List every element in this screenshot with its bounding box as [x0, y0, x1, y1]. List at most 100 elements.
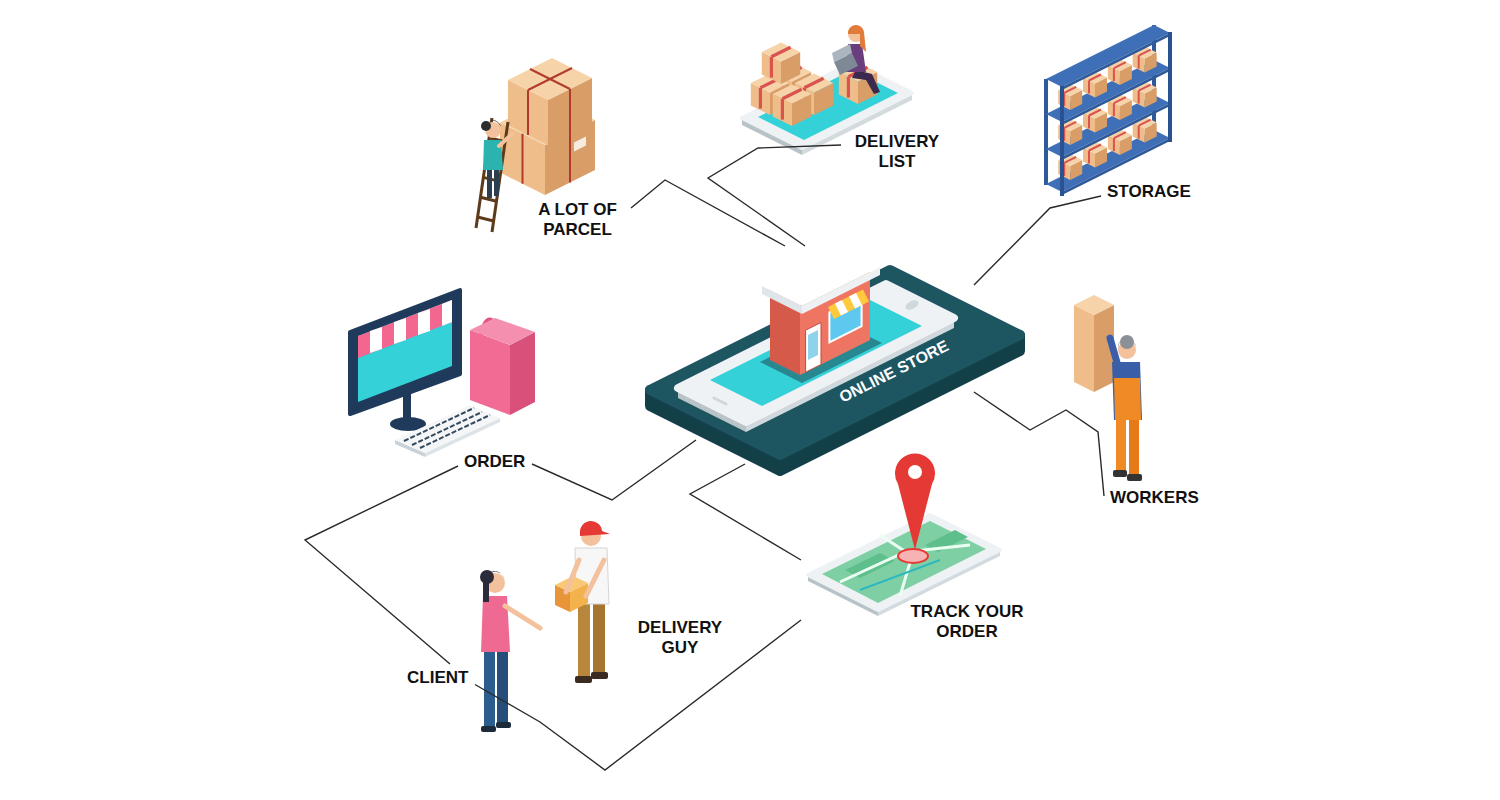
girl-on-ladder — [487, 166, 492, 198]
node-label: CLIENT — [407, 668, 468, 688]
client-woman — [505, 606, 540, 628]
parcel-stack — [569, 133, 571, 183]
client-woman — [483, 580, 489, 602]
keyboard — [412, 412, 482, 445]
delivery-man — [580, 521, 610, 536]
computer-monitor — [442, 300, 452, 326]
connector-line — [631, 180, 785, 246]
box-pile — [751, 42, 877, 126]
parcel-stack — [500, 58, 595, 195]
computer-monitor — [358, 300, 452, 358]
connector-line — [974, 392, 1104, 496]
store-platform — [650, 270, 1020, 455]
parcel-stack — [508, 58, 592, 100]
computer-monitor — [370, 327, 382, 353]
storage-shelf — [1044, 79, 1048, 185]
map-tablet — [860, 560, 940, 590]
delivery-guy-label: DELIVERY GUY — [628, 618, 732, 657]
worker — [1116, 415, 1126, 473]
store-building — [849, 293, 862, 309]
connector-line — [690, 464, 801, 560]
shopping-bag — [470, 318, 535, 345]
woman-with-laptop — [832, 44, 852, 62]
store-building — [835, 300, 848, 316]
keyboard — [395, 405, 500, 453]
storage-shelf — [1062, 33, 1170, 90]
box-pile — [762, 42, 800, 84]
storage-shelf — [1168, 32, 1172, 142]
worker — [1113, 470, 1127, 477]
storage-shelf — [1062, 103, 1170, 160]
computer-monitor — [394, 318, 406, 344]
store-building — [806, 323, 821, 373]
node-label: DELIVERY GUY — [630, 618, 730, 657]
computer-monitor — [350, 290, 460, 431]
store-building — [828, 290, 869, 320]
location-pin — [908, 465, 922, 479]
worker — [1074, 295, 1114, 315]
online-store-platform: ONLINE STORE — [700, 250, 970, 460]
delivery-list-label: DELIVERY LIST — [845, 132, 949, 171]
girl-on-ladder — [481, 120, 512, 198]
client-woman — [480, 570, 540, 732]
woman-with-laptop — [852, 70, 880, 94]
girl-on-ladder — [499, 134, 512, 146]
map-tablet — [808, 515, 1000, 616]
parcel-stack — [574, 137, 586, 152]
node-label: ONLINE STORE — [836, 337, 951, 407]
computer-monitor — [358, 300, 452, 402]
phone — [714, 398, 726, 404]
worker — [1127, 474, 1142, 481]
parcel-stack — [569, 89, 571, 134]
parcel-stack — [522, 134, 524, 184]
computer-monitor — [350, 290, 460, 414]
connector-line — [475, 620, 801, 770]
node-label: WORKERS — [1110, 488, 1199, 508]
map-tablet — [880, 535, 912, 596]
delivery-man — [591, 672, 608, 679]
map-tablet — [808, 515, 1000, 610]
delivery-man — [566, 560, 579, 592]
parcel-stack — [527, 90, 529, 135]
client-woman — [481, 726, 496, 732]
worker — [1074, 305, 1094, 392]
store-platform — [650, 270, 1020, 471]
parcel-label: A LOT OF PARCEL — [528, 200, 627, 239]
keyboard — [420, 415, 490, 448]
client-label: CLIENT — [405, 668, 471, 688]
worker — [1112, 362, 1142, 420]
delivery-man — [578, 600, 590, 678]
node-label: STORAGE — [1107, 182, 1191, 202]
store-building — [760, 247, 882, 383]
location-pin — [895, 453, 935, 550]
client-woman — [497, 648, 508, 724]
connector-line — [974, 196, 1101, 285]
worker — [1120, 335, 1134, 349]
shopping-bag — [470, 318, 535, 415]
worker — [1129, 415, 1139, 477]
girl-on-ladder — [481, 121, 491, 131]
client-woman — [484, 648, 495, 728]
keyboard — [404, 408, 474, 441]
storage-shelf — [1060, 86, 1064, 196]
connector-line — [708, 145, 841, 246]
node-label: A LOT OF PARCEL — [530, 200, 625, 239]
worker — [1074, 295, 1142, 481]
delivery-man — [575, 676, 592, 683]
phone — [904, 298, 920, 311]
order-label: ORDER — [462, 452, 528, 472]
box-pile — [773, 84, 811, 126]
map-tablet — [845, 553, 895, 578]
client-woman — [496, 722, 511, 728]
delivery-man — [593, 600, 605, 674]
parcel-stack — [530, 69, 570, 89]
delivery-man — [586, 560, 604, 596]
map-tablet — [898, 549, 928, 563]
ladder — [478, 217, 494, 221]
storage-shelf — [1062, 68, 1170, 125]
track-order-panel: TRACK YOUR ORDER — [805, 450, 1033, 650]
storage-label: STORAGE — [1105, 182, 1193, 202]
node-label: ORDER — [464, 452, 525, 472]
